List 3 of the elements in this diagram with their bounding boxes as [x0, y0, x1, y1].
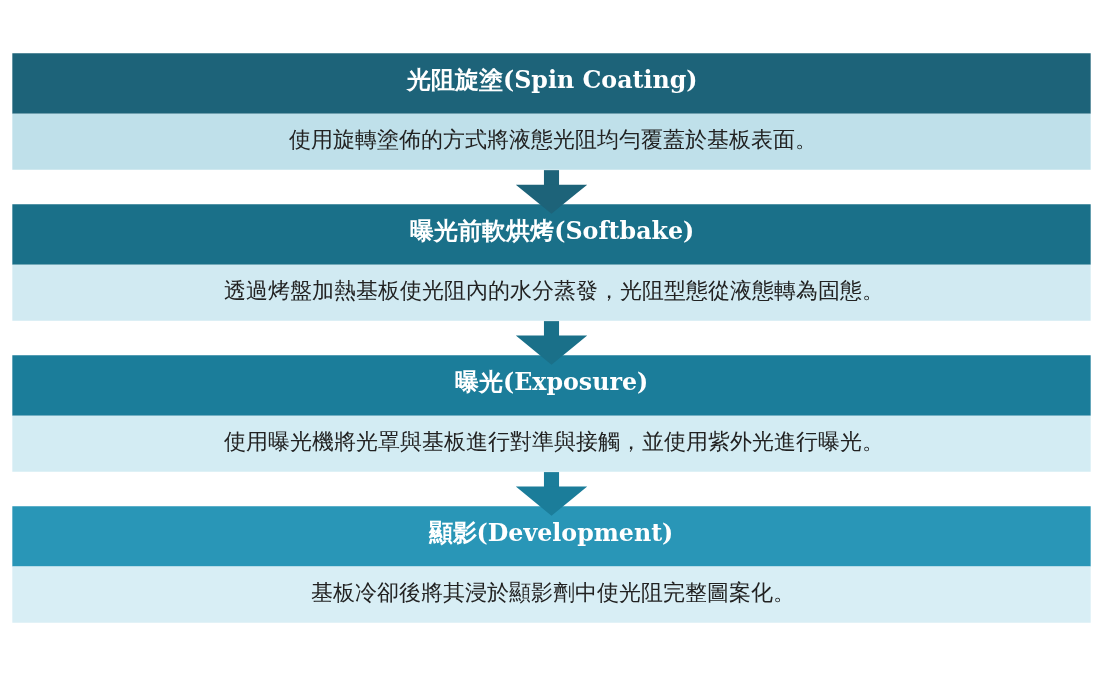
- arrow: [515, 169, 588, 214]
- arrow: [515, 471, 588, 516]
- arrow: [515, 320, 588, 365]
